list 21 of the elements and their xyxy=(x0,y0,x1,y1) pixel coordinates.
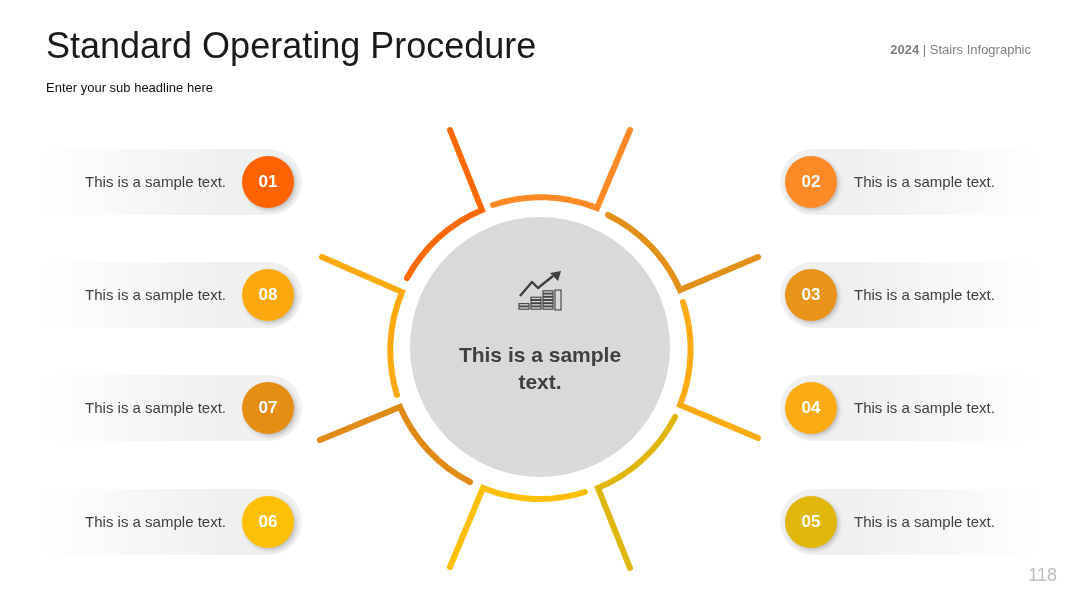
step-text: This is a sample text. xyxy=(854,173,995,191)
page-number: 118 xyxy=(1028,567,1057,583)
subtitle: Enter your sub headline here xyxy=(46,80,213,96)
step-text: This is a sample text. xyxy=(854,286,995,304)
step-number: 07 xyxy=(242,382,294,434)
step-text: This is a sample text. xyxy=(85,513,226,531)
center-text: This is a sample text. xyxy=(457,342,623,395)
step-number: 02 xyxy=(785,156,837,208)
step-number: 05 xyxy=(785,496,837,548)
step-number: 08 xyxy=(242,269,294,321)
step-number: 06 xyxy=(242,496,294,548)
step-text: This is a sample text. xyxy=(85,173,226,191)
step-text: This is a sample text. xyxy=(854,399,995,417)
series-tag: 2024 | Stairs Infographic xyxy=(890,42,1031,58)
step-text: This is a sample text. xyxy=(85,286,226,304)
slide-title: Standard Operating Procedure xyxy=(46,25,537,67)
step-text: This is a sample text. xyxy=(854,513,995,531)
step-text: This is a sample text. xyxy=(85,399,226,417)
step-number: 04 xyxy=(785,382,837,434)
step-number: 03 xyxy=(785,269,837,321)
step-number: 01 xyxy=(242,156,294,208)
